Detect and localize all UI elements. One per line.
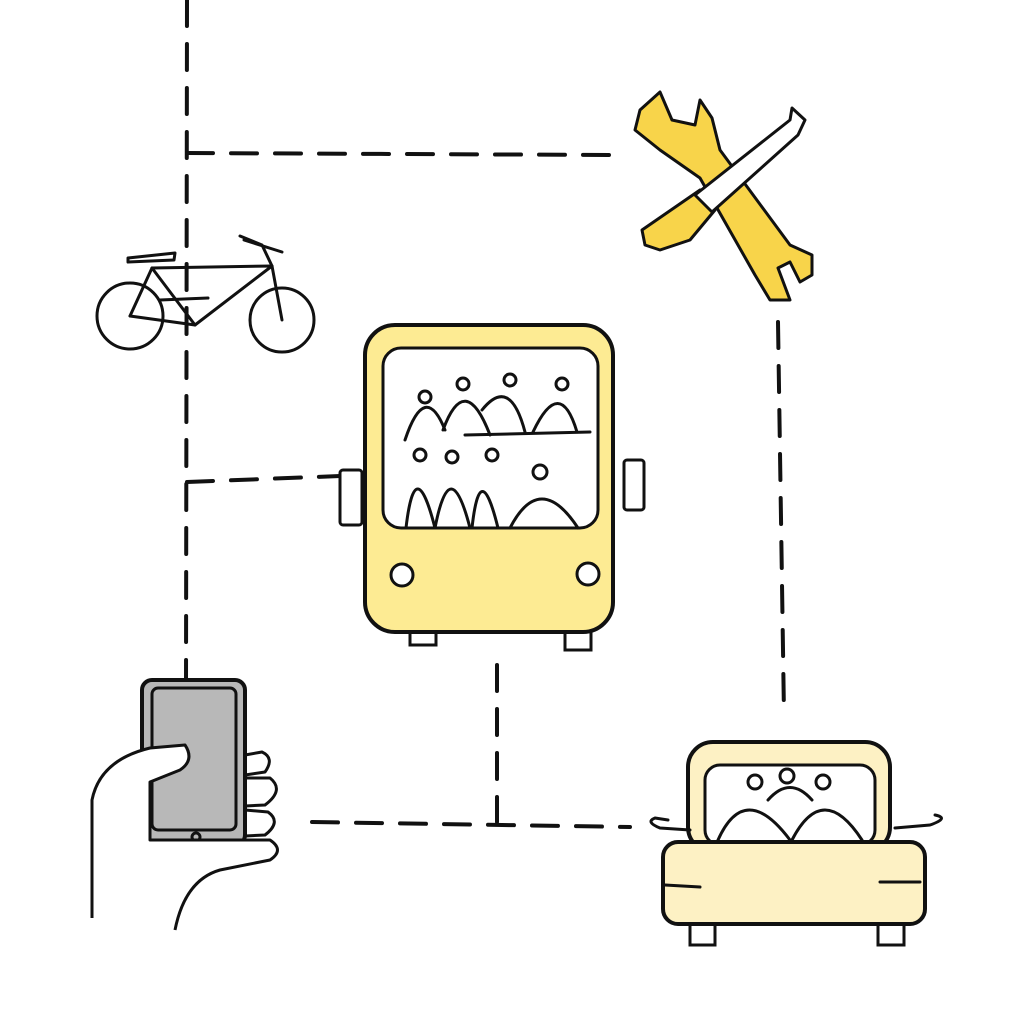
connection-lines <box>184 0 786 829</box>
bus-passengers <box>403 372 580 530</box>
bicycle-icon <box>95 234 316 354</box>
car-icon <box>649 740 943 947</box>
smartphone-in-hand-icon <box>90 678 279 931</box>
tools-icon <box>633 90 814 302</box>
bus-icon <box>338 323 646 652</box>
